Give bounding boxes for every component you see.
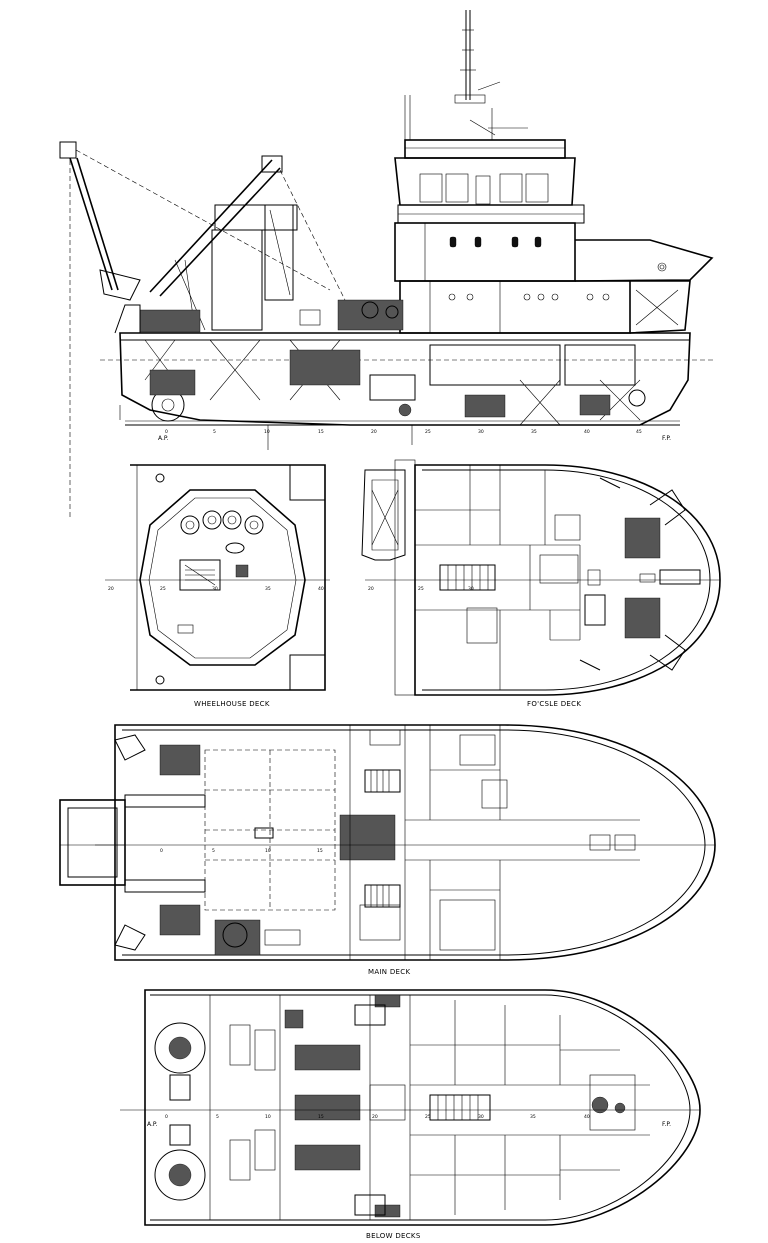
below-frame-15: 15 [318, 1114, 324, 1120]
main-hull [100, 304, 715, 450]
below-fp-marker: F.P. [662, 1121, 671, 1128]
below-frame-25: 25 [425, 1114, 431, 1120]
wheelhouse-superstructure [394, 139, 585, 224]
profile-frame-20: 20 [371, 429, 377, 435]
wheelhouse-frame-35: 35 [265, 586, 271, 592]
below-frame-40: 40 [584, 1114, 590, 1120]
profile-frame-45: 45 [636, 429, 642, 435]
main-frame-0: 0 [160, 848, 163, 854]
below-frame-5: 5 [216, 1114, 219, 1120]
crane-a-frame [59, 141, 404, 520]
deckhouse [394, 222, 714, 334]
profile-frame-30: 30 [478, 429, 484, 435]
main-deck-title: MAIN DECK [368, 968, 410, 976]
below-frame-30: 30 [478, 1114, 484, 1120]
profile-frame-0: 0 [165, 429, 168, 435]
focsle-frame-20: 20 [368, 586, 374, 592]
focsle-frame-25: 25 [418, 586, 424, 592]
main-frame-5: 5 [212, 848, 215, 854]
wheelhouse-frame-30: 30 [212, 586, 218, 592]
focsle-deck-title: FO'CSLE DECK [527, 700, 581, 708]
below-frame-10: 10 [265, 1114, 271, 1120]
below-decks-title: BELOW DECKS [366, 1232, 421, 1240]
profile-view: A.P. F.P. 0 5 10 15 20 25 30 35 40 45 [59, 10, 715, 520]
below-frame-20: 20 [372, 1114, 378, 1120]
wheelhouse-frame-40: 40 [318, 586, 324, 592]
below-ap-marker: A.P. [147, 1121, 158, 1128]
below-decks-plan: A.P. F.P. 0 5 10 15 20 25 30 35 40 BELOW… [120, 989, 701, 1240]
profile-frame-5: 5 [213, 429, 216, 435]
profile-frame-10: 10 [264, 429, 270, 435]
main-frame-15: 15 [317, 848, 323, 854]
main-frame-10: 10 [265, 848, 271, 854]
wheelhouse-deck-plan: 20 25 30 35 40 WHEELHOUSE DECK [105, 464, 330, 708]
main-deck-plan: 0 5 10 15 MAIN DECK [59, 724, 716, 976]
focsle-deck-plan: 20 25 30 FO'CSLE DECK [361, 459, 721, 708]
ap-marker: A.P. [158, 435, 169, 442]
profile-frame-15: 15 [318, 429, 324, 435]
below-frame-35: 35 [530, 1114, 536, 1120]
wheelhouse-deck-title: WHEELHOUSE DECK [194, 700, 270, 708]
focsle-frame-30: 30 [468, 586, 474, 592]
mast [404, 10, 528, 140]
fp-marker: F.P. [662, 435, 671, 442]
below-frame-0: 0 [165, 1114, 168, 1120]
wheelhouse-frame-25: 25 [160, 586, 166, 592]
wheelhouse-frame-20: 20 [108, 586, 114, 592]
profile-frame-40: 40 [584, 429, 590, 435]
profile-frame-35: 35 [531, 429, 537, 435]
profile-frame-25: 25 [425, 429, 431, 435]
